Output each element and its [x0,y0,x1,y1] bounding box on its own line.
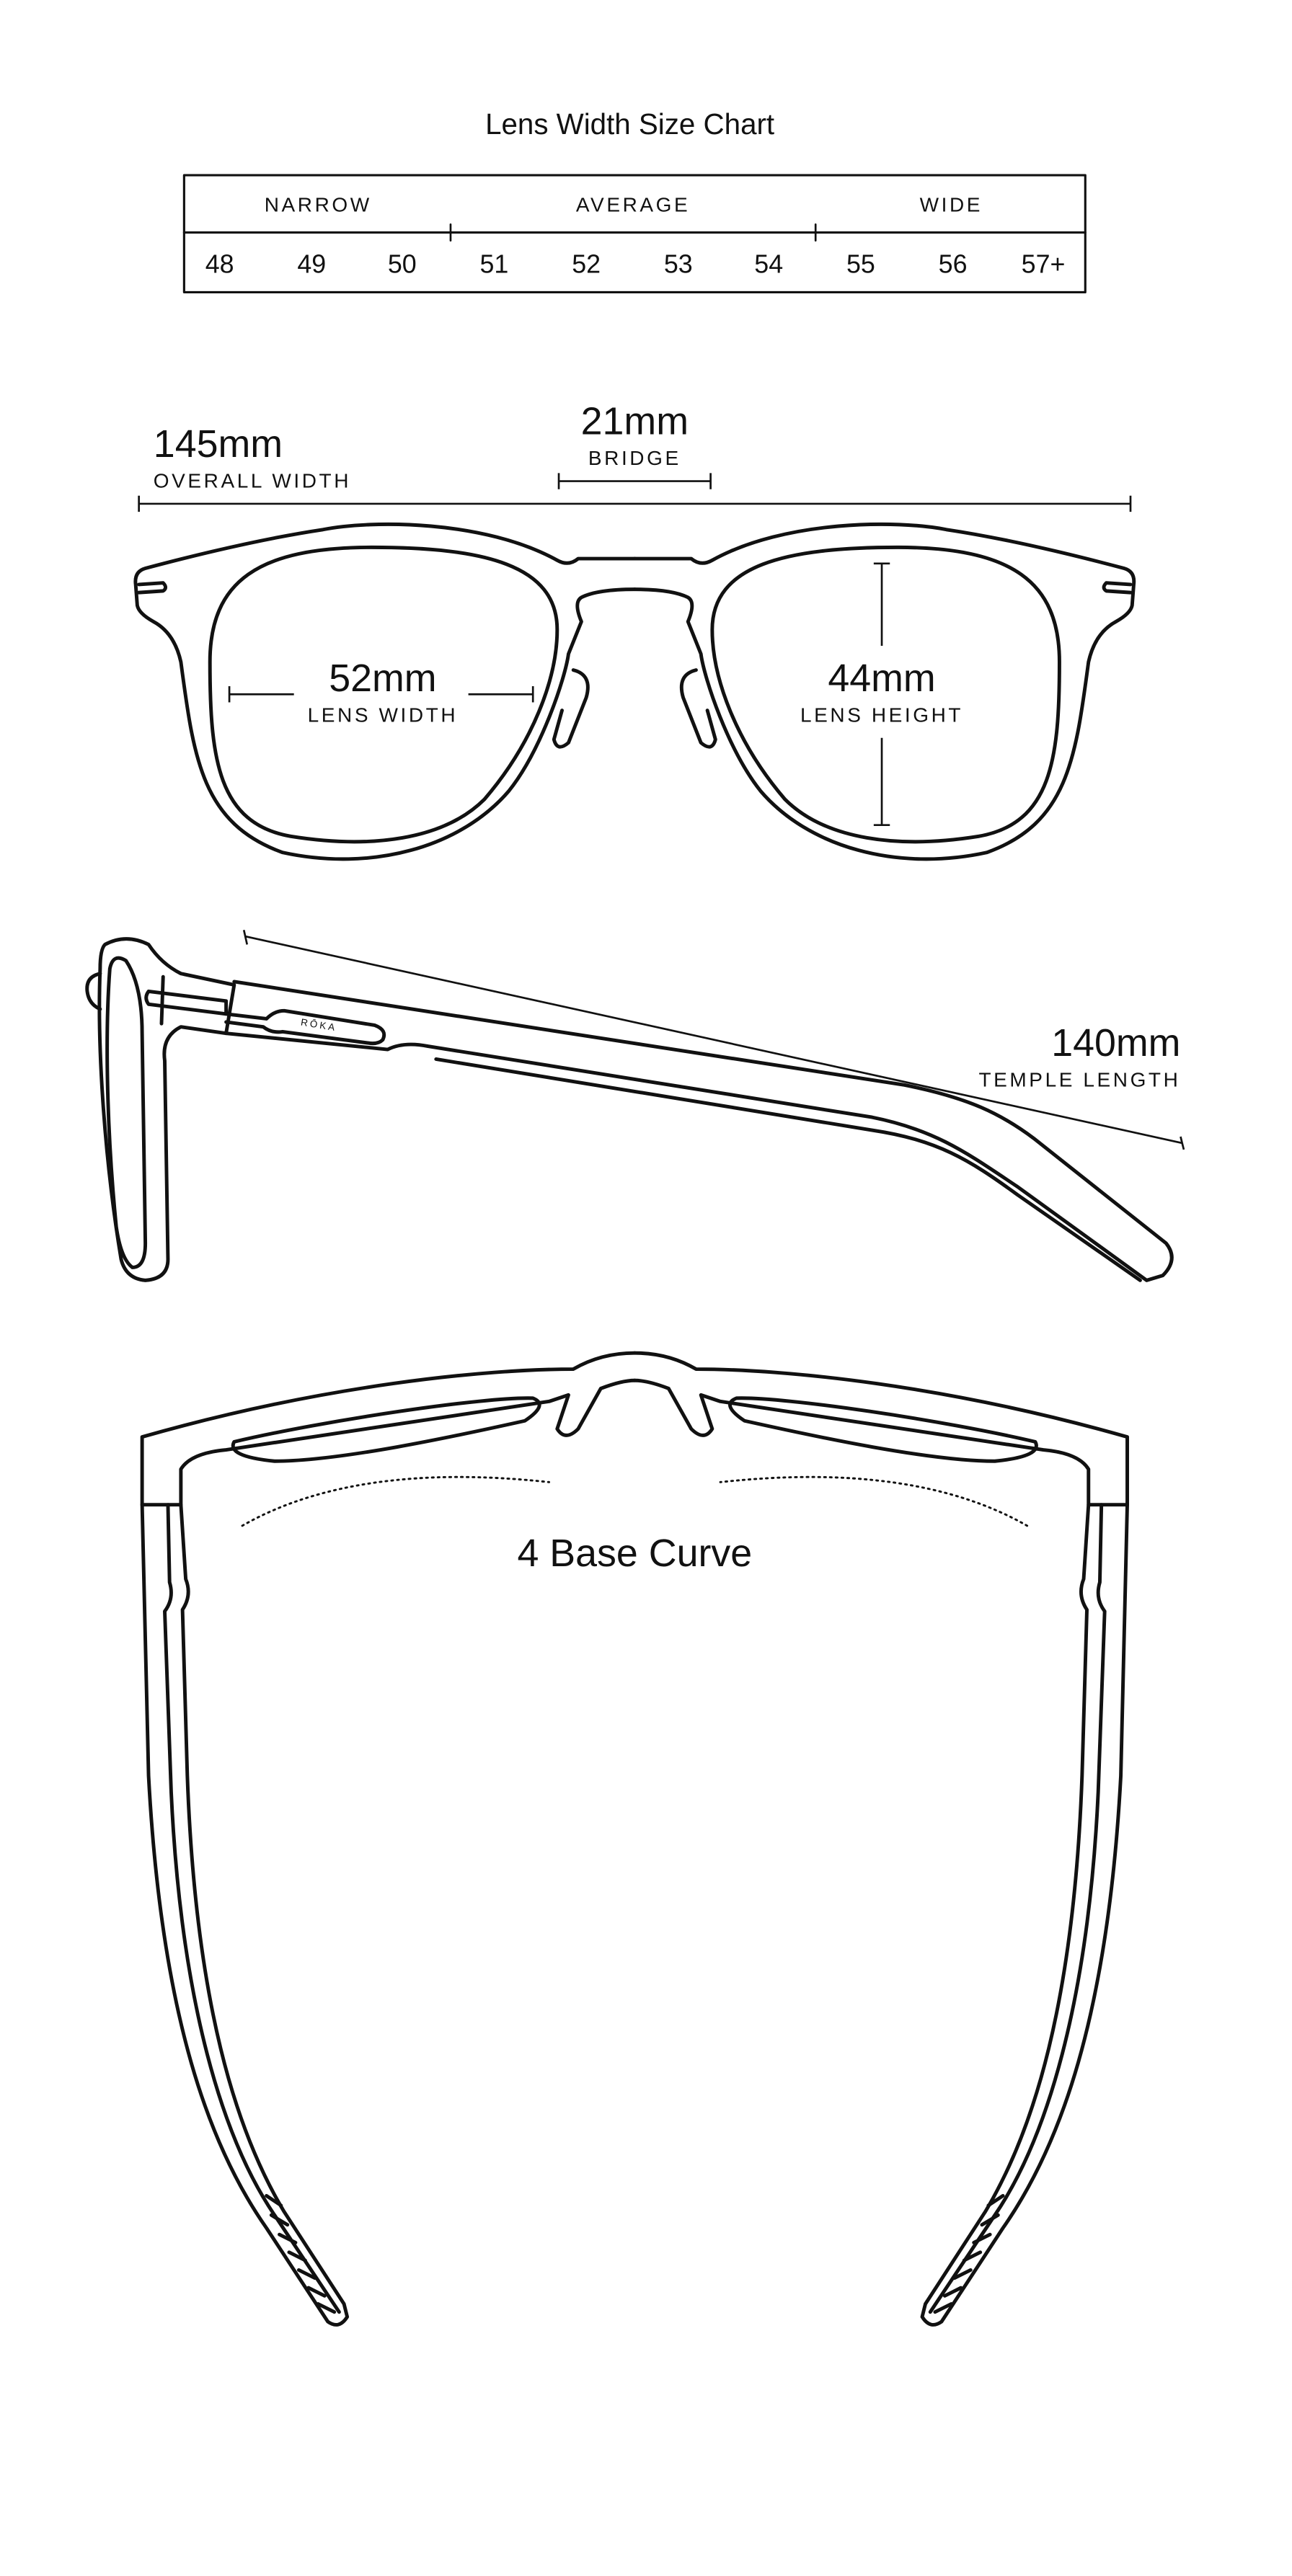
lens-height-label: LENS HEIGHT [800,703,963,726]
size-cell: 55 [846,250,875,279]
base-curve-label: 4 Base Curve [517,1532,752,1575]
size-cell: 53 [664,250,693,279]
size-cell: 49 [297,250,326,279]
side-view: RŌKA 140mm TEMPLE LENGTH [85,929,1185,1282]
top-view: 4 Base Curve [140,1351,1127,2327]
lens-height-value: 44mm [828,657,935,700]
bridge-dimension-line [557,473,712,489]
size-chart-title: Lens Width Size Chart [485,107,774,141]
side-lens [105,956,148,1269]
size-cell: 57+ [1022,250,1066,279]
lens-width-label: LENS WIDTH [308,703,459,726]
category-wide: WIDE [920,193,983,216]
temple-length-value: 140mm [1051,1021,1180,1065]
front-frame-left-half [133,522,637,861]
size-cell: 51 [480,250,509,279]
side-front-rim [97,937,236,1282]
bridge-label: BRIDGE [588,447,681,469]
size-cell: 54 [754,250,783,279]
temple-arm-inner-edge [434,1057,1142,1282]
overall-width-dimension-line [138,495,1132,512]
lens-width-dimension-line [228,686,534,703]
side-nose-pad [85,972,102,1011]
roka-logo: RŌKA [300,1017,337,1034]
temple-arm [224,980,1174,1282]
lens-height-dimension-line [873,562,890,827]
size-chart-table [182,174,1087,294]
top-frame-left-half [140,1351,637,2327]
size-chart: Lens Width Size Chart NARROW AVERAGE WID… [182,107,1087,294]
logo-plate [224,1008,386,1046]
size-cell: 50 [388,250,417,279]
size-cell: 56 [939,250,968,279]
overall-width-label: OVERALL WIDTH [154,470,351,492]
size-cell: 48 [205,250,234,279]
overall-width-value: 145mm [154,422,283,466]
temple-length-label: TEMPLE LENGTH [978,1069,1180,1091]
top-frame-right-half [634,1353,1127,2324]
category-narrow: NARROW [265,193,372,216]
category-average: AVERAGE [576,193,690,216]
front-view: 145mm OVERALL WIDTH 21mm BRIDGE 52mm LEN… [133,400,1134,861]
temple-length-dimension-line [242,929,1185,1150]
bridge-value: 21mm [581,400,689,443]
lens-width-value: 52mm [329,657,436,700]
hinge [144,974,229,1026]
size-cell: 52 [572,250,601,279]
